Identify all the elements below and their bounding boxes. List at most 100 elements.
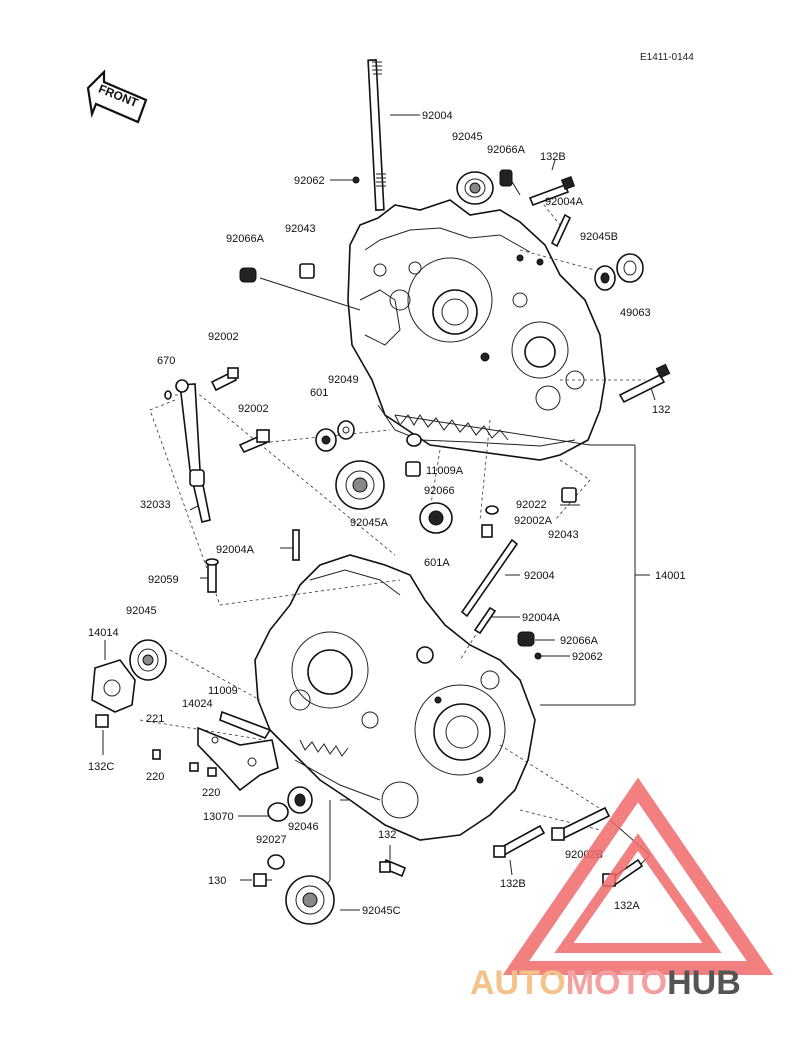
label-132-low: 132 [378,829,396,841]
bolt-92002-b [238,429,270,454]
cover-plate-14014 [91,659,136,713]
bearing-92045-left [129,639,167,681]
stud-92004A-right [550,213,572,248]
label-14014: 14014 [88,627,119,639]
dowel-92062-low [534,652,542,660]
collar-13070 [267,802,289,822]
long-stud-92004 [367,59,386,211]
bolt-132-right [618,363,671,404]
washer-92049 [337,420,355,440]
label-670: 670 [157,355,175,367]
bearing-92045A [335,460,385,510]
label-92066: 92066 [424,485,455,497]
watermark-triangle-logo [502,777,774,975]
collar-92043-top [299,263,315,279]
label-92004A-right: 92004A [545,196,584,208]
label-92049: 92049 [328,374,359,386]
oring-11009A [406,433,422,447]
label-92027: 92027 [256,834,287,846]
bearing-92046 [287,786,313,814]
lower-crankcase [254,554,536,841]
screw-221 [152,749,161,760]
automotohub-watermark: AUTOMOTOHUB [470,777,774,1002]
bearing-92045-top [456,171,494,205]
screw-220-b [207,767,217,777]
bolt-92002B [551,806,611,841]
label-601: 601 [310,387,328,399]
label-601A: 601A [424,557,450,569]
spring-92066A-left [239,267,257,283]
label-130: 130 [208,875,226,887]
label-13070: 13070 [203,811,234,823]
breather-tube-32033 [175,379,211,523]
bolt-132B-top [528,175,576,207]
upper-crankcase [347,199,606,461]
label-14001: 14001 [655,570,686,582]
label-132B-top: 132B [540,151,566,163]
label-92004A-mid: 92004A [216,544,255,556]
label-32033: 32033 [140,499,171,511]
label-221: 221 [146,713,164,725]
collar-92043-right [561,487,577,503]
spring-92066A-top [499,169,513,187]
bearing-601 [315,428,337,452]
dowel-92062-top [352,176,360,184]
label-92022: 92022 [516,499,547,511]
label-92002-b: 92002 [238,403,269,415]
bolt-92002A [481,524,493,538]
label-132C: 132C [88,761,114,773]
label-132A: 132A [614,900,640,912]
label-92066A-left: 92066A [226,233,265,245]
label-92045B: 92045B [580,231,618,243]
stud-92004-mid [460,538,519,618]
label-11009: 11009 [208,685,238,697]
label-92004A-low: 92004A [522,612,561,624]
label-92045-left: 92045 [126,605,157,617]
label-92045-top: 92045 [452,131,483,143]
label-92002A: 92002A [514,515,553,527]
diagram-code: E1411-0144 [640,52,694,63]
spring-92066A-low [517,631,535,647]
front-arrow-icon: FRONT [86,69,148,124]
watermark-text-hub: HUB [667,964,741,1002]
bearing-92045B [594,265,616,291]
label-92062-top: 92062 [294,175,325,187]
bearing-92045C [285,875,335,925]
washer-92027 [267,854,285,870]
watermark-text-moto: MOTO [566,964,667,1002]
plug-92066 [405,461,421,477]
watermark-text-auto: AUTO [470,964,566,1002]
label-92046: 92046 [288,821,319,833]
bracket-14024 [197,726,279,792]
bolt-132C [95,714,109,728]
pin-92059 [205,558,219,593]
label-132-right: 132 [652,404,670,416]
washer-92022 [485,505,499,515]
seal-49063 [616,253,644,283]
label-132B-low: 132B [500,878,526,890]
label-92062-low: 92062 [572,651,603,663]
label-92043-right: 92043 [548,529,579,541]
label-92004-mid: 92004 [524,570,555,582]
bolt-132-low [379,858,407,878]
label-220-b: 220 [202,787,220,799]
bolt-92002-a [210,367,239,392]
label-220-a: 220 [146,771,164,783]
stud-92004A-low [473,606,497,635]
label-92045A: 92045A [350,517,389,529]
bearing-601A [419,502,453,534]
label-92004-top: 92004 [422,110,453,122]
screw-220-a [189,762,199,772]
svg-text:AUTOMOTOHUB: AUTOMOTOHUB [470,964,741,1002]
label-92059: 92059 [148,574,179,586]
part-labels: 92004 92045 92066A 132B 92062 92004A 920… [88,110,686,917]
washer-670 [164,390,172,400]
label-11009A: 11009A [426,465,464,477]
bolt-132B-low [493,824,546,858]
label-92045C: 92045C [362,905,401,917]
gasket-11009 [219,710,272,739]
label-92002-a: 92002 [208,331,239,343]
label-49063: 49063 [620,307,651,319]
label-14024: 14024 [182,698,213,710]
